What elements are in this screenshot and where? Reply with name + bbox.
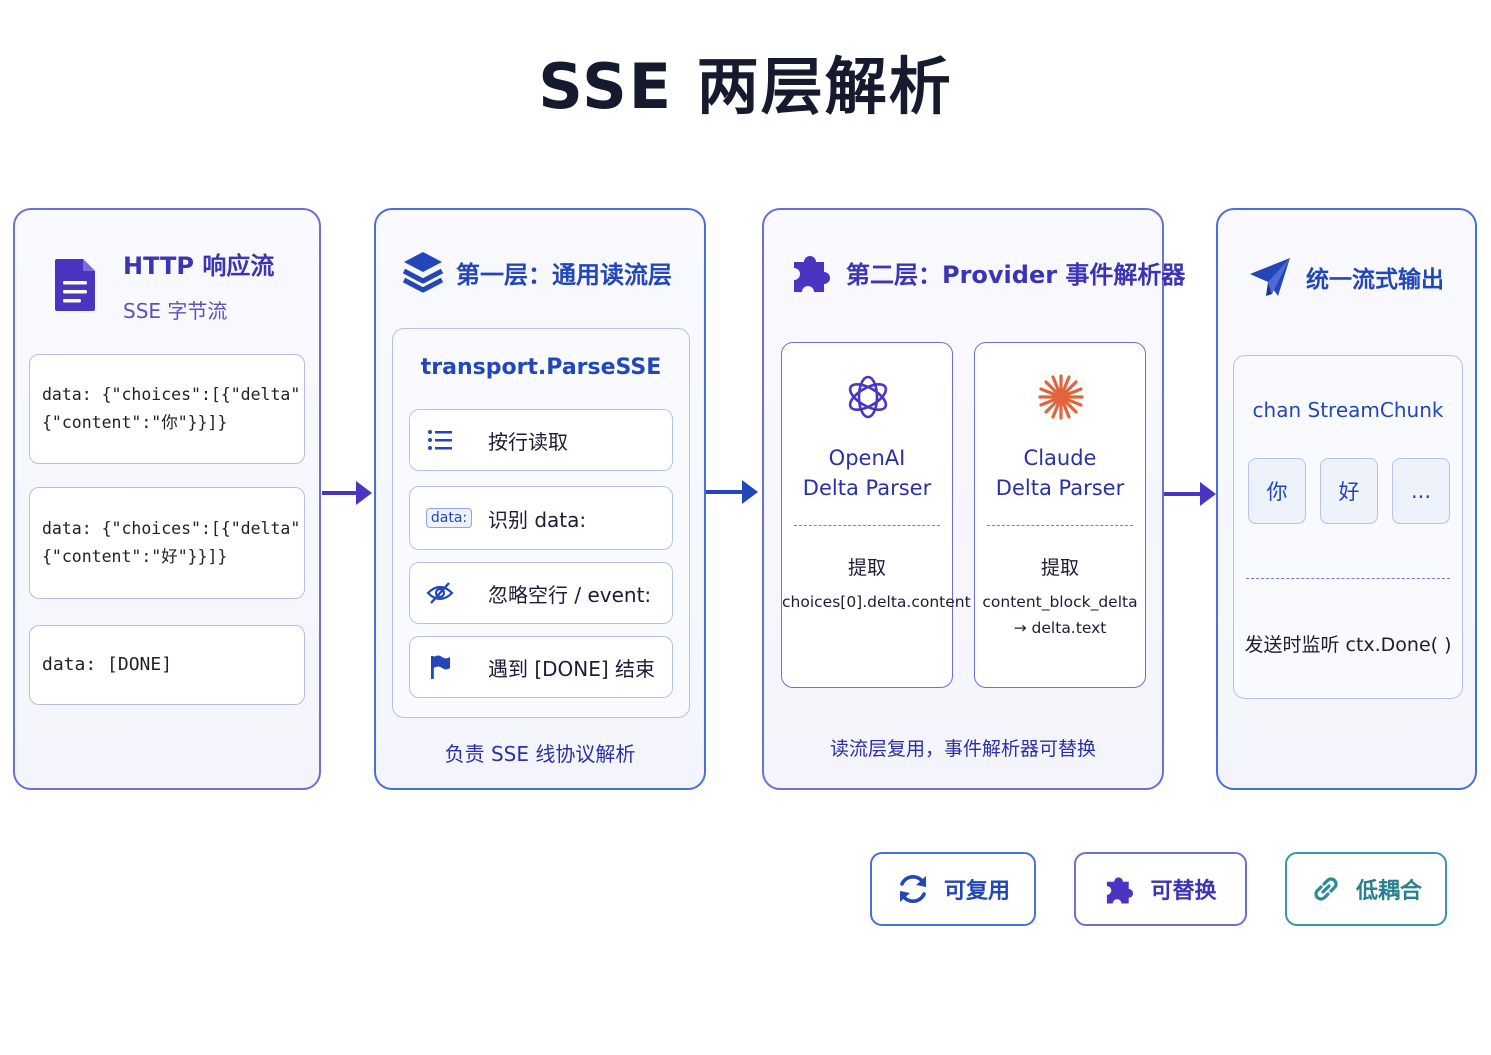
tag-label: 低耦合 (1355, 879, 1422, 904)
eye-off-icon (426, 582, 454, 604)
http-stream-panel: HTTP 响应流 SSE 字节流 data: {"choices":[{"del… (13, 208, 321, 790)
divider (1246, 578, 1450, 579)
tag-label: 可复用 (943, 879, 1010, 904)
chunk-item: 好 (1320, 458, 1378, 524)
sse-chunk-1: data: {"choices":[{"delta": {"content":"… (29, 354, 305, 464)
extract-label: 提取 (1040, 557, 1079, 579)
stream-chunk-title: chan StreamChunk (1252, 398, 1444, 422)
divider (794, 525, 940, 526)
layer2-note: 读流层复用，事件解析器可替换 (829, 738, 1096, 760)
tag-reusable: 可复用 (870, 852, 1036, 926)
done-note: 发送时监听 ctx.Done( ) (1244, 634, 1452, 656)
http-stream-header: HTTP 响应流 SSE 字节流 (53, 246, 274, 324)
openai-parser-card: OpenAI Delta Parser 提取 choices[0].delta.… (781, 342, 971, 688)
step-ignore-empty: 忽略空行 / event: (409, 562, 673, 624)
arrow-right-icon (1164, 482, 1216, 506)
divider (987, 525, 1133, 526)
step-label: 忽略空行 / event: (488, 582, 652, 607)
claude-logo-icon (1038, 374, 1084, 420)
layer1-header: 第一层：通用读流层 (402, 250, 672, 294)
step-label: 按行读取 (488, 429, 568, 454)
puzzle-icon (1107, 877, 1134, 904)
arrow-right-icon (322, 481, 372, 505)
sse-chunk-2: data: {"choices":[{"delta": {"content":"… (29, 487, 305, 599)
chunk-item: 你 (1248, 458, 1306, 524)
puzzle-icon (794, 256, 830, 292)
claude-parser-name: Claude Delta Parser (995, 446, 1125, 500)
extract-field: content_block_delta → delta.text (982, 593, 1138, 637)
step-detect-data: data: 识别 data: (409, 486, 673, 550)
step-read-lines: 按行读取 (409, 409, 673, 471)
arrow-right-icon (706, 480, 758, 504)
layers-icon (402, 252, 444, 293)
layer1-note: 负责 SSE 线协议解析 (444, 742, 636, 766)
flag-icon (431, 655, 450, 679)
stream-chunk-box: chan StreamChunk 你 好 ... 发送时监听 ctx.Done(… (1233, 355, 1463, 699)
data-tag-icon: data: (425, 508, 473, 528)
layer1-panel: 第一层：通用读流层 transport.ParseSSE 按行读取 data: … (374, 208, 706, 790)
layer1-title: 第一层：通用读流层 (456, 260, 672, 289)
layer2-header: 第二层：Provider 事件解析器 (790, 250, 1185, 294)
parse-sse-title: transport.ParseSSE (420, 355, 662, 380)
link-icon (1314, 877, 1338, 901)
sse-chunk-done: data: [DONE] (29, 625, 305, 705)
chunk-item: ... (1392, 458, 1450, 524)
parse-sse-box: transport.ParseSSE 按行读取 data: 识别 data: (392, 328, 690, 718)
tag-low-coupling: 低耦合 (1285, 852, 1447, 926)
tag-replaceable: 可替换 (1074, 852, 1247, 926)
output-panel: 统一流式输出 chan StreamChunk 你 好 ... 发送时监听 ct… (1216, 208, 1477, 790)
openai-logo-icon (848, 375, 888, 419)
tag-label: 可替换 (1150, 879, 1217, 904)
list-icon (428, 430, 452, 450)
layer2-panel: 第二层：Provider 事件解析器 OpenAI Delta Parser 提… (762, 208, 1185, 790)
step-done: 遇到 [DONE] 结束 (409, 636, 673, 698)
claude-parser-card: Claude Delta Parser 提取 content_block_del… (974, 342, 1146, 688)
send-icon (1250, 258, 1290, 296)
step-label: 遇到 [DONE] 结束 (488, 656, 656, 681)
extract-label: 提取 (847, 557, 886, 579)
output-header: 统一流式输出 (1248, 256, 1444, 298)
layer2-title: 第二层：Provider 事件解析器 (846, 260, 1186, 289)
page-title: SSE 两层解析 (538, 50, 953, 123)
extract-field: choices[0].delta.content (782, 593, 971, 611)
openai-parser-name: OpenAI Delta Parser (802, 446, 932, 500)
refresh-icon (899, 875, 926, 903)
http-stream-subtitle: SSE 字节流 (123, 299, 228, 323)
output-title: 统一流式输出 (1306, 267, 1444, 293)
step-label: 识别 data: (488, 507, 587, 532)
http-stream-title: HTTP 响应流 (123, 252, 275, 280)
document-icon (55, 259, 95, 311)
